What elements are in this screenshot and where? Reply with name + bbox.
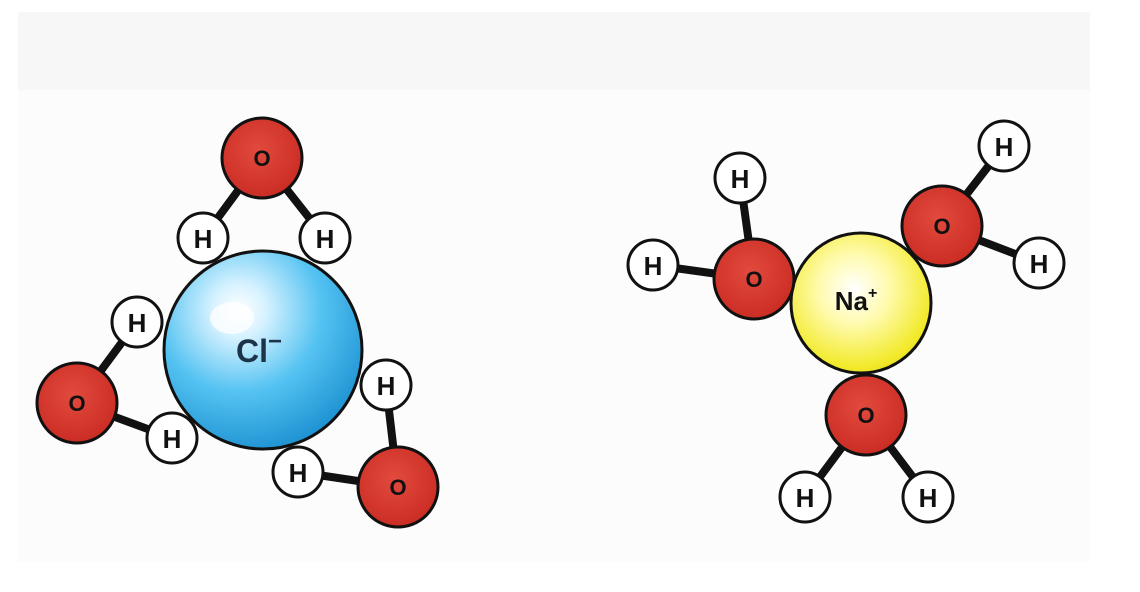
svg-text:H: H: [289, 458, 308, 488]
oxygen-atom: O: [356, 445, 440, 529]
sodium-symbol: Na: [835, 286, 869, 316]
svg-text:H: H: [316, 224, 335, 254]
svg-text:Cl−: Cl−: [236, 328, 282, 369]
oxygen-atom: O: [712, 237, 796, 321]
hydrogen-atom: H: [778, 470, 832, 524]
oxygen-atom: O: [35, 361, 119, 445]
svg-text:H: H: [163, 424, 182, 454]
sodium-charge: +: [868, 285, 877, 302]
sodium-ion: Na+: [789, 231, 933, 375]
svg-text:O: O: [933, 214, 950, 239]
hydrogen-atom: H: [626, 238, 680, 292]
svg-text:H: H: [377, 371, 396, 401]
oxygen-atom: O: [824, 373, 908, 457]
svg-text:O: O: [745, 267, 762, 292]
svg-text:O: O: [253, 146, 270, 171]
svg-text:H: H: [995, 132, 1014, 162]
hydrogen-atom: H: [713, 151, 767, 205]
svg-text:O: O: [68, 391, 85, 416]
svg-text:O: O: [857, 403, 874, 428]
svg-text:H: H: [194, 224, 213, 254]
svg-text:H: H: [796, 483, 815, 513]
hydrogen-atom: H: [977, 119, 1031, 173]
svg-text:H: H: [731, 164, 750, 194]
hydrogen-atom: H: [145, 411, 199, 465]
chloride-charge: −: [268, 328, 282, 355]
sodium-hydration-cluster: Na+ O O O H H H H: [626, 119, 1066, 524]
chloride-symbol: Cl: [236, 333, 268, 369]
hydrogen-atom: H: [1012, 236, 1066, 290]
svg-text:O: O: [389, 475, 406, 500]
svg-text:H: H: [128, 308, 147, 338]
oxygen-atom: O: [220, 116, 304, 200]
svg-text:H: H: [644, 251, 663, 281]
hydrogen-atom: H: [271, 445, 325, 499]
svg-text:Na+: Na+: [835, 285, 878, 316]
oxygen-atom: O: [900, 184, 984, 268]
hydrogen-atom: H: [359, 358, 413, 412]
top-band: [18, 12, 1090, 90]
svg-text:H: H: [1030, 249, 1049, 279]
svg-text:H: H: [919, 483, 938, 513]
hydrogen-atom: H: [110, 295, 164, 349]
chloride-hydration-cluster: H H H H Cl− H H: [35, 116, 440, 529]
hydrogen-atom: H: [901, 470, 955, 524]
hydrogen-atom: H: [176, 211, 230, 265]
hydrogen-atom: H: [298, 211, 352, 265]
chloride-ion: Cl−: [162, 249, 364, 451]
